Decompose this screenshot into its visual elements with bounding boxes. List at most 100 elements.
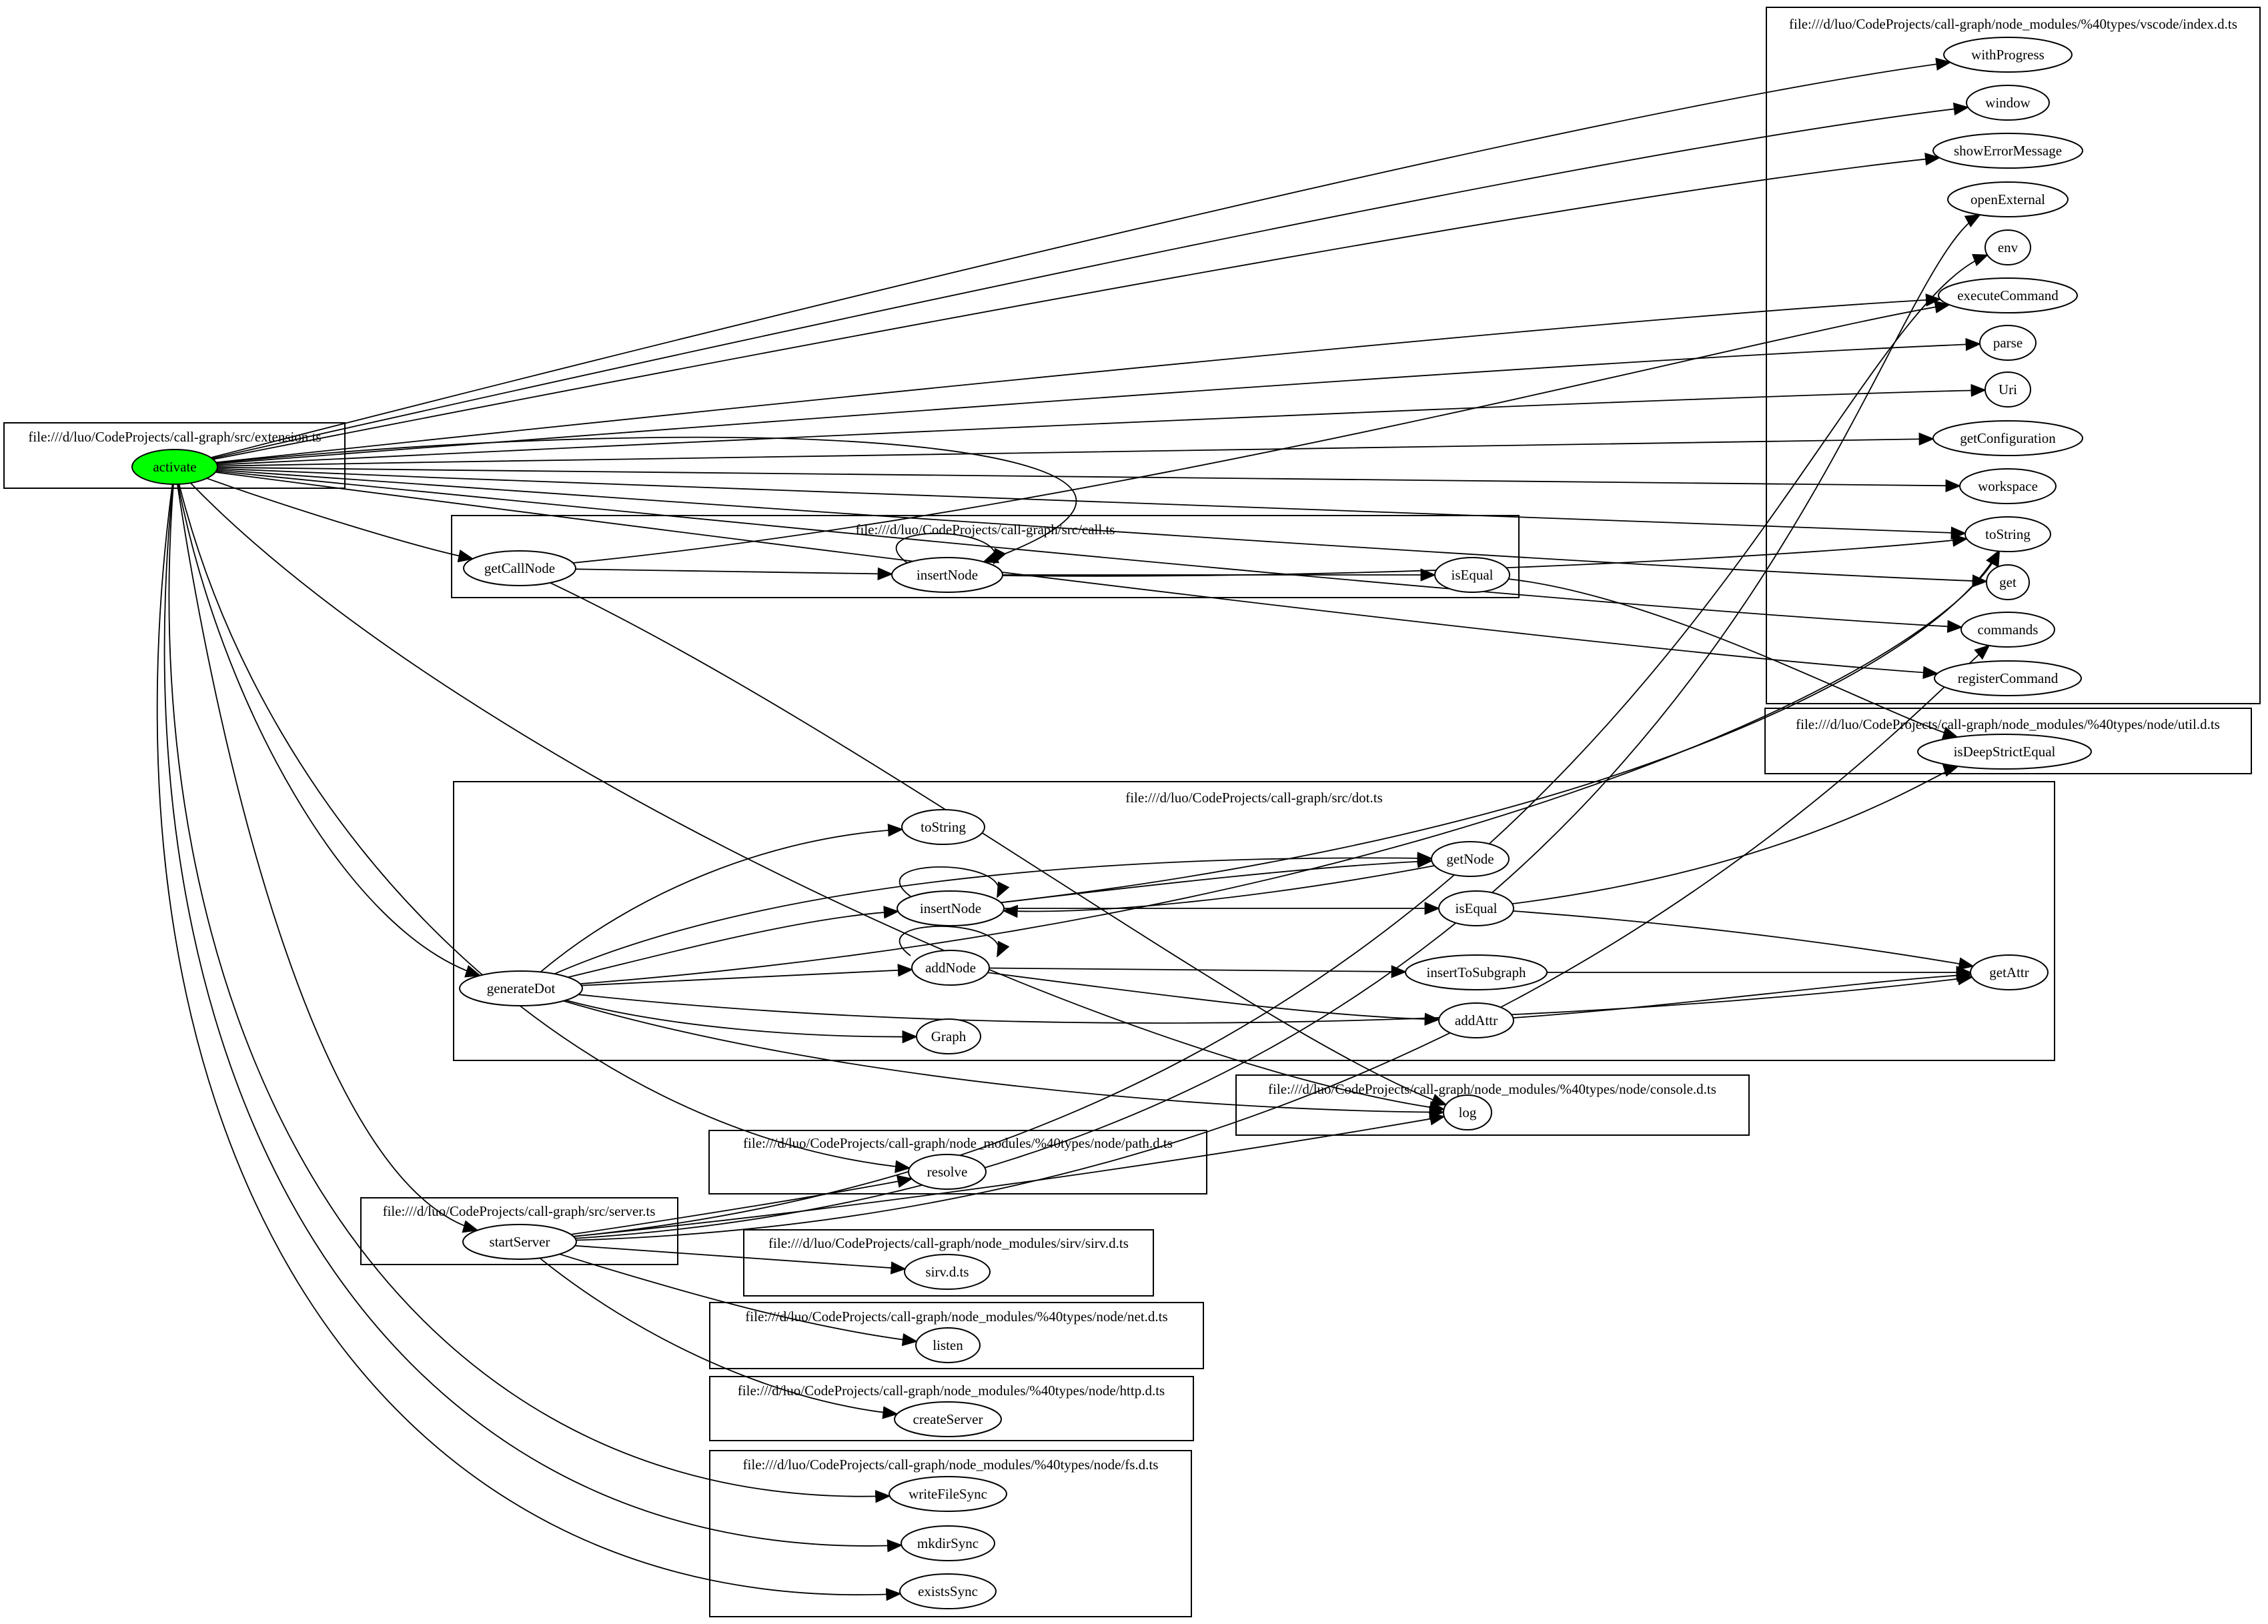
node-isDeepStrictEqual[interactable]: isDeepStrictEqual xyxy=(1917,734,2092,770)
node-label-Uri[interactable]: Uri xyxy=(1999,381,2017,397)
node-window[interactable]: window xyxy=(1966,85,2050,121)
node-addAttr[interactable]: addAttr xyxy=(1438,1002,1514,1038)
node-label-Graph[interactable]: Graph xyxy=(931,1028,967,1044)
node-addNode[interactable]: addNode xyxy=(911,950,990,986)
node-label-getCallNode[interactable]: getCallNode xyxy=(484,560,555,576)
node-label-addAttr[interactable]: addAttr xyxy=(1455,1012,1498,1028)
node-getAttr[interactable]: getAttr xyxy=(1970,954,2049,990)
node-Uri[interactable]: Uri xyxy=(1985,371,2031,408)
node-label-registerCommand[interactable]: registerCommand xyxy=(1958,670,2059,686)
node-shape-registerCommand[interactable] xyxy=(1934,660,2082,696)
node-label-createServer[interactable]: createServer xyxy=(913,1411,983,1427)
node-log[interactable]: log xyxy=(1443,1094,1492,1130)
node-label-addNode[interactable]: addNode xyxy=(925,960,976,976)
node-shape-showErrorMessage[interactable] xyxy=(1932,133,2083,169)
node-parse[interactable]: parse xyxy=(1979,325,2037,361)
node-get[interactable]: get xyxy=(1986,564,2030,600)
node-shape-window[interactable] xyxy=(1966,85,2050,121)
node-shape-withProgress[interactable] xyxy=(1943,37,2073,73)
node-shape-dot_isEqual[interactable] xyxy=(1438,890,1514,926)
node-label-parse[interactable]: parse xyxy=(1993,335,2023,351)
node-shape-getCallNode[interactable] xyxy=(463,550,576,586)
node-shape-getAttr[interactable] xyxy=(1970,954,2049,990)
node-shape-insertToSubgraph[interactable] xyxy=(1405,954,1548,990)
node-writeFileSync[interactable]: writeFileSync xyxy=(889,1476,1007,1512)
node-label-executeCommand[interactable]: executeCommand xyxy=(1957,287,2059,303)
node-shape-existsSync[interactable] xyxy=(899,1573,997,1609)
node-shape-isDeepStrictEqual[interactable] xyxy=(1917,734,2092,770)
node-shape-log[interactable] xyxy=(1443,1094,1492,1130)
node-withProgress[interactable]: withProgress xyxy=(1943,37,2073,73)
node-shape-Uri[interactable] xyxy=(1985,371,2031,408)
node-label-activate[interactable]: activate xyxy=(153,459,196,475)
node-commands[interactable]: commands xyxy=(1960,612,2055,648)
node-shape-dot_insertNode[interactable] xyxy=(897,890,1005,926)
node-label-resolve[interactable]: resolve xyxy=(927,1164,968,1180)
node-generateDot[interactable]: generateDot xyxy=(459,970,583,1006)
node-vs_toString[interactable]: toString xyxy=(1964,516,2051,552)
node-openExternal[interactable]: openExternal xyxy=(1947,181,2069,217)
node-label-workspace[interactable]: workspace xyxy=(1978,478,2038,494)
node-resolve[interactable]: resolve xyxy=(908,1154,987,1190)
node-dot_insertNode[interactable]: insertNode xyxy=(897,890,1005,926)
node-label-dot_insertNode[interactable]: insertNode xyxy=(920,900,981,916)
node-label-showErrorMessage[interactable]: showErrorMessage xyxy=(1954,143,2062,159)
node-label-sirv_d_ts[interactable]: sirv.d.ts xyxy=(925,1264,969,1280)
node-shape-startServer[interactable] xyxy=(462,1224,577,1260)
node-executeCommand[interactable]: executeCommand xyxy=(1938,277,2078,313)
node-label-insertToSubgraph[interactable]: insertToSubgraph xyxy=(1426,964,1526,980)
node-call_insertNode[interactable]: insertNode xyxy=(891,557,1003,593)
node-label-writeFileSync[interactable]: writeFileSync xyxy=(909,1486,987,1502)
node-workspace[interactable]: workspace xyxy=(1959,468,2057,504)
node-shape-parse[interactable] xyxy=(1979,325,2037,361)
node-shape-createServer[interactable] xyxy=(894,1401,1002,1437)
node-shape-addNode[interactable] xyxy=(911,950,990,986)
node-getCallNode[interactable]: getCallNode xyxy=(463,550,576,586)
node-shape-call_isEqual[interactable] xyxy=(1434,557,1510,593)
node-label-vs_toString[interactable]: toString xyxy=(1985,526,2031,542)
node-showErrorMessage[interactable]: showErrorMessage xyxy=(1932,133,2083,169)
node-shape-get[interactable] xyxy=(1986,564,2030,600)
node-shape-activate[interactable] xyxy=(131,449,218,485)
node-shape-addAttr[interactable] xyxy=(1438,1002,1514,1038)
node-listen[interactable]: listen xyxy=(915,1327,981,1363)
node-label-dot_toString[interactable]: toString xyxy=(921,819,966,835)
node-label-getNode[interactable]: getNode xyxy=(1446,851,1494,867)
node-shape-Graph[interactable] xyxy=(916,1018,981,1054)
node-label-isDeepStrictEqual[interactable]: isDeepStrictEqual xyxy=(1954,744,2056,760)
node-label-window[interactable]: window xyxy=(1985,95,2031,111)
node-insertToSubgraph[interactable]: insertToSubgraph xyxy=(1405,954,1548,990)
node-dot_isEqual[interactable]: isEqual xyxy=(1438,890,1514,926)
node-activate[interactable]: activate xyxy=(131,449,218,485)
node-label-get[interactable]: get xyxy=(1999,574,2017,590)
node-shape-getNode[interactable] xyxy=(1431,841,1510,877)
node-shape-generateDot[interactable] xyxy=(459,970,583,1006)
node-shape-resolve[interactable] xyxy=(908,1154,987,1190)
node-shape-getConfiguration[interactable] xyxy=(1932,420,2083,456)
node-label-withProgress[interactable]: withProgress xyxy=(1971,47,2045,63)
node-shape-call_insertNode[interactable] xyxy=(891,557,1003,593)
node-mkdirSync[interactable]: mkdirSync xyxy=(901,1525,995,1561)
node-createServer[interactable]: createServer xyxy=(894,1401,1002,1437)
node-getConfiguration[interactable]: getConfiguration xyxy=(1932,420,2083,456)
node-Graph[interactable]: Graph xyxy=(916,1018,981,1054)
node-shape-openExternal[interactable] xyxy=(1947,181,2069,217)
node-label-getAttr[interactable]: getAttr xyxy=(1989,964,2029,980)
node-label-env[interactable]: env xyxy=(1998,239,2019,255)
node-label-startServer[interactable]: startServer xyxy=(490,1234,550,1250)
node-label-listen[interactable]: listen xyxy=(933,1337,963,1353)
node-call_isEqual[interactable]: isEqual xyxy=(1434,557,1510,593)
node-label-dot_isEqual[interactable]: isEqual xyxy=(1456,900,1498,916)
node-shape-mkdirSync[interactable] xyxy=(901,1525,995,1561)
node-existsSync[interactable]: existsSync xyxy=(899,1573,997,1609)
node-label-mkdirSync[interactable]: mkdirSync xyxy=(917,1535,979,1551)
node-shape-sirv_d_ts[interactable] xyxy=(904,1254,991,1290)
node-startServer[interactable]: startServer xyxy=(462,1224,577,1260)
node-registerCommand[interactable]: registerCommand xyxy=(1934,660,2082,696)
node-label-log[interactable]: log xyxy=(1459,1104,1477,1120)
node-label-getConfiguration[interactable]: getConfiguration xyxy=(1960,430,2056,446)
node-shape-dot_toString[interactable] xyxy=(901,809,985,845)
node-label-openExternal[interactable]: openExternal xyxy=(1970,191,2045,207)
node-getNode[interactable]: getNode xyxy=(1431,841,1510,877)
node-label-call_isEqual[interactable]: isEqual xyxy=(1452,567,1494,583)
